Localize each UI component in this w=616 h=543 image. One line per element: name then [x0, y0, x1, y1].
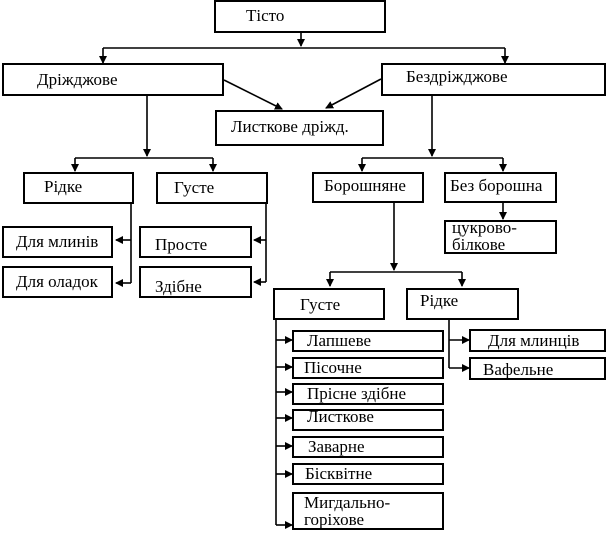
node-simple-label: Просте — [155, 235, 208, 254]
node-yeast-liquid: Рідке — [23, 172, 134, 204]
node-blini-label: Для млинів — [16, 232, 99, 251]
node-choux: Заварне — [292, 436, 444, 458]
node-puff-label: Листкове — [307, 409, 374, 426]
node-oladky-label: Для оладок — [16, 272, 98, 291]
node-puff-yeast-label: Листкове дріжд. — [231, 117, 349, 136]
node-yeast: Дріжджове — [2, 63, 224, 96]
node-blini: Для млинів — [2, 226, 113, 258]
node-sugar-protein-label: цукрово-білкове — [452, 220, 517, 254]
node-rich-label: Здібне — [155, 277, 202, 296]
node-sponge-label: Бісквітне — [305, 464, 373, 483]
node-almond-nut: Мигдально-горіхове — [292, 492, 444, 530]
node-noodle: Лапшеве — [292, 330, 444, 352]
node-sponge: Бісквітне — [292, 463, 444, 485]
node-flour-label: Борошняне — [324, 176, 406, 195]
connector-yeastfree-to-puff — [325, 78, 382, 109]
node-flour: Борошняне — [312, 172, 424, 203]
node-shortbread: Пісочне — [292, 357, 444, 379]
node-yeast-free: Бездріжджове — [381, 63, 606, 96]
node-noodle-label: Лапшеве — [307, 331, 372, 350]
node-almond-nut-label: Мигдально-горіхове — [304, 493, 391, 529]
node-yeast-thick: Густе — [156, 172, 268, 204]
node-root: Тісто — [214, 0, 386, 33]
node-yeast-free-label: Бездріжджове — [406, 67, 508, 86]
node-shortbread-label: Пісочне — [304, 358, 362, 377]
node-waffle-label: Вафельне — [483, 360, 554, 379]
node-flour-liquid: Рідке — [406, 288, 519, 320]
node-yeast-thick-label: Густе — [174, 178, 215, 197]
node-no-flour: Без борошна — [444, 172, 557, 203]
connector-yeast-to-puff — [223, 79, 283, 110]
node-flour-thick-label: Густе — [300, 295, 341, 314]
node-rich: Здібне — [139, 266, 252, 298]
node-choux-label: Заварне — [308, 437, 365, 456]
node-no-flour-label: Без борошна — [450, 176, 543, 195]
node-simple: Просте — [139, 226, 252, 258]
node-flour-liquid-label: Рідке — [420, 291, 459, 310]
node-root-label: Тісто — [246, 6, 285, 25]
node-flour-thick: Густе — [273, 288, 385, 320]
node-yeast-liquid-label: Рідке — [44, 177, 83, 196]
node-sugar-protein: цукрово-білкове — [444, 220, 557, 254]
node-yeast-label: Дріжджове — [37, 70, 118, 89]
node-puff: Листкове — [292, 409, 444, 431]
node-fresh-rich-label: Прісне здібне — [307, 384, 407, 403]
node-puff-yeast: Листкове дріжд. — [215, 110, 384, 146]
node-waffle: Вафельне — [469, 357, 606, 380]
node-pancakes: Для млинців — [469, 329, 606, 352]
node-pancakes-label: Для млинців — [488, 331, 580, 350]
node-fresh-rich: Прісне здібне — [292, 383, 444, 405]
node-oladky: Для оладок — [2, 266, 113, 298]
